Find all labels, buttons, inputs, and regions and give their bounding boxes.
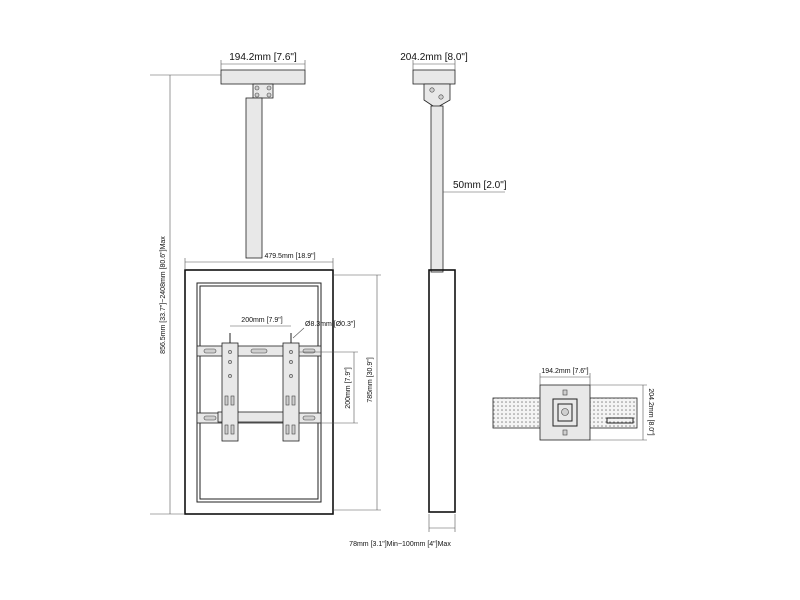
side-pole xyxy=(430,105,444,273)
side-ceiling-plate xyxy=(412,69,456,109)
frame-height-label: 785mm [30.9"] xyxy=(367,357,374,402)
overall-height-label: 856.5mm [33.7"]~2408mm [80.6"]Max xyxy=(160,236,167,354)
top-depth-label: 204.2mm [8.0"] xyxy=(647,388,654,435)
dim-frame-height: 785mm [30.9"] xyxy=(333,274,381,511)
dim-column: 78mm [3.1"]Min~100mm [4"]Max xyxy=(349,514,456,548)
dim-top-width: 194.2mm [7.6"] xyxy=(539,368,591,385)
dim-frame-width: 479.5mm [18.9"] xyxy=(184,253,334,270)
side-column xyxy=(428,269,456,513)
top-width-label: 194.2mm [7.6"] xyxy=(541,368,588,375)
dim-top-depth: 204.2mm [8.0"] xyxy=(590,384,654,441)
ceiling-plate xyxy=(220,69,306,99)
side-view: 204.2mm [8.0"] 50mm [2.0"] 78mm [3.1"]Mi… xyxy=(349,52,507,548)
pole-diameter-label: 50mm [2.0"] xyxy=(453,180,507,191)
dim-vesa-vertical: 200mm [7.9"] xyxy=(299,351,358,424)
side-plate-label: 204.2mm [8.0"] xyxy=(400,52,468,63)
display-frame xyxy=(184,269,334,515)
vesa-vertical-label: 200mm [7.9"] xyxy=(345,367,352,408)
top-plate-width-label: 194.2mm [7.6"] xyxy=(229,52,297,63)
top-view: 194.2mm [7.6"] 204.2mm [8.0"] xyxy=(492,368,654,441)
column-depth-label: 78mm [3.1"]Min~100mm [4"]Max xyxy=(349,541,451,548)
dim-top-plate: 194.2mm [7.6"] xyxy=(220,52,306,70)
dim-vesa-horizontal: 200mm [7.9"] Ø8.3mm [Ø0.3"] xyxy=(230,317,355,339)
front-view: 194.2mm [7.6"] xyxy=(150,52,381,515)
dim-pole: 50mm [2.0"] xyxy=(443,180,507,193)
frame-width-label: 479.5mm [18.9"] xyxy=(264,253,315,260)
vesa-brackets xyxy=(221,333,300,442)
dim-side-plate: 204.2mm [8.0"] xyxy=(400,52,468,70)
dim-overall-height: 856.5mm [33.7"]~2408mm [80.6"]Max xyxy=(150,74,221,515)
pole xyxy=(245,97,263,259)
hole-diameter-label: Ø8.3mm [Ø0.3"] xyxy=(305,321,355,328)
vesa-horizontal-label: 200mm [7.9"] xyxy=(241,317,282,324)
